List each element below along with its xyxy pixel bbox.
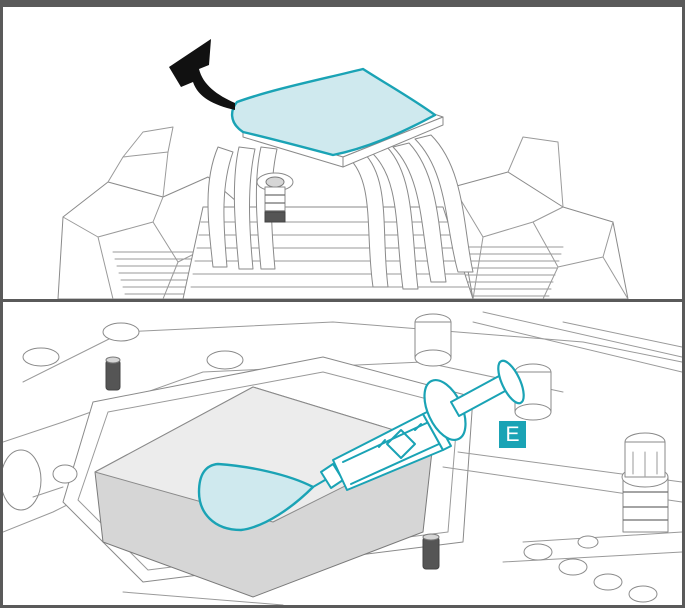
thumb-screw: [621, 432, 669, 533]
step-label-badge: E: [499, 421, 526, 448]
thermal-paste-blob: [197, 462, 315, 532]
peel-arrow-icon: [169, 39, 235, 110]
standoff-right: [514, 363, 552, 421]
motherboard-socket-illustration: [3, 311, 682, 605]
standoff-top: [414, 313, 452, 367]
bottom-panel-apply-paste: E: [3, 302, 682, 605]
cpu-cooler-illustration: [57, 39, 629, 299]
thermal-paste-syringe: [312, 359, 525, 491]
left-components: [3, 322, 244, 511]
panel-divider: [3, 299, 682, 302]
standoff-left: [105, 356, 121, 391]
top-panel-remove-film: [3, 7, 682, 299]
standoff-bottom: [422, 533, 440, 570]
mounting-screw: [256, 172, 294, 223]
protective-film: [230, 67, 437, 157]
bottom-right-components: [523, 535, 658, 603]
